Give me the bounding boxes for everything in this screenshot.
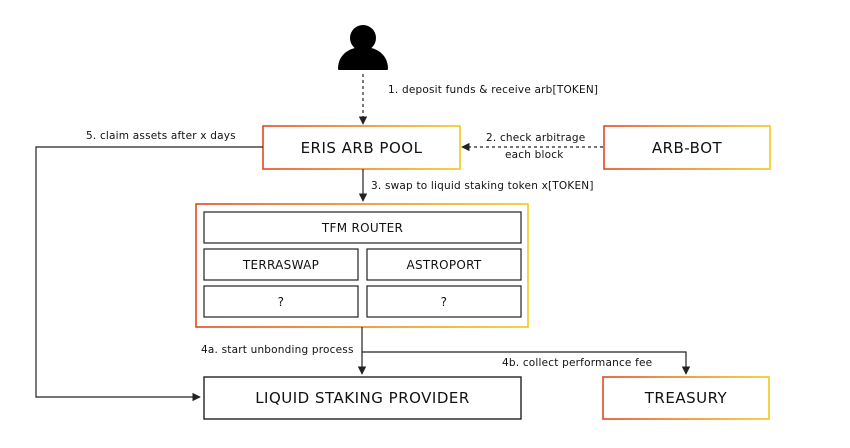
treasury-label: TREASURY	[644, 389, 728, 407]
unknown-dex-box-1	[203, 285, 359, 318]
unknown-dex-label-1: ?	[278, 295, 285, 309]
performance-fee-label: 4b. collect performance fee	[502, 357, 652, 369]
deposit-label: 1. deposit funds & receive arb[TOKEN]	[388, 84, 598, 96]
swap-label: 3. swap to liquid staking token x[TOKEN]	[371, 180, 594, 192]
check-arbitrage-label-line2: each block	[505, 149, 564, 161]
astroport-box	[366, 248, 522, 281]
claim-assets-arrow	[35, 146, 263, 402]
terraswap-box	[203, 248, 359, 281]
tfm-router-label: TFM ROUTER	[321, 221, 403, 235]
unbonding-label: 4a. start unbonding process	[201, 344, 354, 356]
treasury-box	[602, 376, 770, 420]
claim-assets-label: 5. claim assets after x days	[86, 130, 236, 142]
liquid-staking-provider-box	[203, 376, 522, 420]
terraswap-label: TERRASWAP	[242, 258, 319, 272]
user-icon	[338, 25, 388, 70]
performance-fee-arrow	[362, 351, 691, 375]
unknown-dex-box-2	[366, 285, 522, 318]
arb-bot-label: ARB-BOT	[652, 139, 723, 157]
tfm-router-box	[203, 211, 522, 244]
unknown-dex-label-2: ?	[441, 295, 448, 309]
liquid-staking-provider-label: LIQUID STAKING PROVIDER	[255, 389, 470, 407]
arb-bot-box	[603, 125, 771, 170]
astroport-label: ASTROPORT	[406, 258, 481, 272]
eris-arb-pool-label: ERIS ARB POOL	[301, 139, 423, 157]
check-arbitrage-label-line1: 2. check arbitrage	[486, 132, 585, 144]
